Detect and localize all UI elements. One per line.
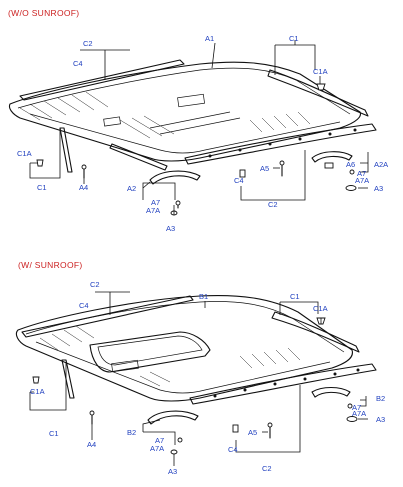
section-title: (W/ SUNROOF) <box>18 260 83 270</box>
sunroof-opening <box>89 331 211 373</box>
left-pillar-trim <box>61 359 75 399</box>
label-c2: C2 <box>90 280 100 289</box>
label-a7a-right: A7A <box>355 176 369 185</box>
screw-a4 <box>81 164 87 179</box>
label-c1: C1 <box>290 292 300 301</box>
label-c1-left: C1 <box>49 429 59 438</box>
screw-a7 <box>177 437 183 443</box>
section-without-sunroof: (W/O SUNROOF) <box>8 8 388 233</box>
label-a5: A5 <box>260 164 269 173</box>
label-a3-right: A3 <box>376 415 385 424</box>
screw-a7-right <box>349 169 355 175</box>
label-a7-right: A7 <box>357 169 366 178</box>
label-c4-mid: C4 <box>228 445 238 454</box>
label-a4: A4 <box>87 440 96 449</box>
label-c1a-left: C1A <box>30 387 45 396</box>
clip-c1a-left <box>36 159 44 167</box>
label-c1a-left: C1A <box>17 149 32 158</box>
headliner-panel <box>8 61 361 162</box>
right-roof-trim <box>271 311 360 353</box>
label-a7a-right: A7A <box>352 409 366 418</box>
label-c4: C4 <box>73 59 83 68</box>
right-roof-trim <box>267 69 369 117</box>
section-with-sunroof: (W/ SUNROOF) <box>15 260 385 476</box>
left-lower-trim <box>109 143 168 171</box>
clip-c1a-top <box>316 83 326 91</box>
assist-grip-b2-right <box>311 386 351 398</box>
clip-c4-mid <box>239 169 246 178</box>
screw-a5 <box>267 422 273 439</box>
screw-a4 <box>89 410 95 425</box>
cap-a3-right <box>345 185 357 191</box>
label-b1: B1 <box>199 292 208 301</box>
cap-a3 <box>170 449 178 455</box>
label-c1a-top: C1A <box>313 304 328 313</box>
label-c2-bottom: C2 <box>262 464 272 473</box>
label-a7: A7 <box>151 198 160 207</box>
front-trim-strip <box>19 59 185 101</box>
screw-a5 <box>279 160 285 177</box>
label-c4: C4 <box>79 301 89 310</box>
label-a7-right: A7 <box>352 403 361 412</box>
label-c2: C2 <box>83 39 93 48</box>
label-a7a: A7A <box>150 444 164 453</box>
label-a7: A7 <box>155 436 164 445</box>
label-c2-bottom: C2 <box>268 200 278 209</box>
label-b2-right: B2 <box>376 394 385 403</box>
side-roof-rail <box>189 363 377 405</box>
section-title: (W/O SUNROOF) <box>8 8 79 18</box>
clip-c4-mid <box>232 424 239 433</box>
left-pillar-trim <box>59 127 73 173</box>
label-c1-left: C1 <box>37 183 47 192</box>
label-a6: A6 <box>346 160 355 169</box>
cap-a3-right <box>346 416 358 422</box>
assist-grip-a2 <box>149 170 201 185</box>
screw-a7-right <box>347 403 353 409</box>
label-a3: A3 <box>166 224 175 233</box>
label-b2: B2 <box>127 428 136 437</box>
screw-a7 <box>175 200 181 209</box>
label-a2: A2 <box>127 184 136 193</box>
label-a3-right: A3 <box>374 184 383 193</box>
label-a4: A4 <box>79 183 88 192</box>
front-trim-strip <box>21 295 194 338</box>
bracket-a6 <box>324 162 334 169</box>
label-a2a: A2A <box>374 160 388 169</box>
label-c4-mid: C4 <box>234 176 244 185</box>
side-roof-rail <box>184 123 377 165</box>
assist-grip-a2a <box>311 151 353 163</box>
clip-c1a-left <box>32 376 40 384</box>
label-a7a: A7A <box>146 206 160 215</box>
label-c1a-top: C1A <box>313 67 328 76</box>
label-a1: A1 <box>205 34 214 43</box>
label-c1: C1 <box>289 34 299 43</box>
label-a3: A3 <box>168 467 177 476</box>
label-a5: A5 <box>248 428 257 437</box>
assist-grip-b2 <box>147 410 199 425</box>
